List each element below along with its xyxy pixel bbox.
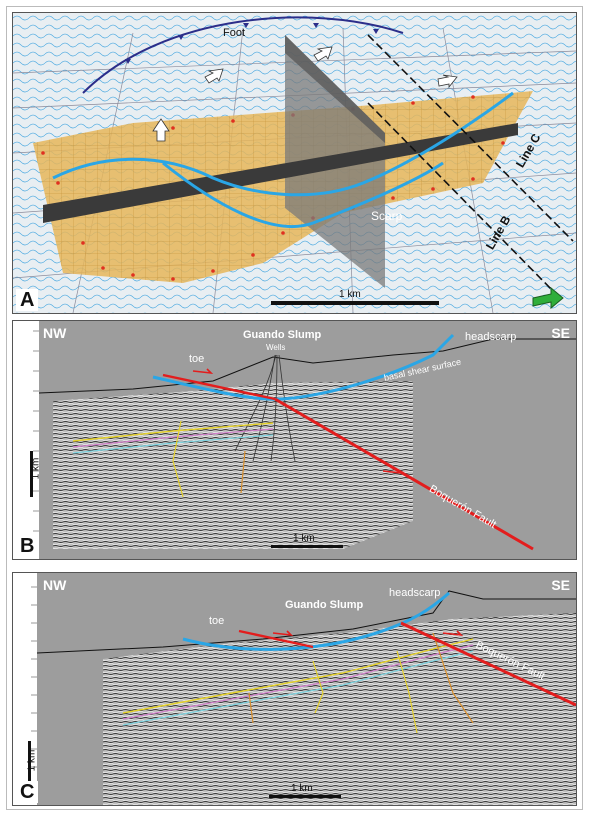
seismic-reflections xyxy=(53,381,413,549)
panel-c-letter: C xyxy=(16,781,39,803)
panel-c-seismic-section: NW SE Guando Slump headscarp toe Boqueró… xyxy=(12,572,577,806)
seismic-plane-top xyxy=(285,35,385,143)
basal-shear-surface xyxy=(182,591,450,651)
panel-b-hscale-label: 1 km xyxy=(293,533,315,544)
panel-c-scale-bar xyxy=(269,795,341,798)
thrust-fault xyxy=(162,373,276,401)
boqueron-fault xyxy=(400,621,576,707)
guando-slump-title: Guando Slump xyxy=(243,329,322,341)
scarp-label: Scarp xyxy=(371,209,403,223)
horizon-pink xyxy=(72,428,274,448)
foot-arc xyxy=(82,16,404,94)
nw-label: NW xyxy=(43,325,67,341)
fault-yellow xyxy=(312,660,324,714)
panel-c-vscale-label: 1 km xyxy=(26,749,38,772)
se-label: SE xyxy=(551,325,570,341)
north-arrow-icon xyxy=(532,286,564,310)
nw-label: NW xyxy=(43,577,67,593)
seismic-slab-line-c xyxy=(43,123,518,223)
headscarp-label: headscarp xyxy=(465,331,517,343)
fault-orange-2 xyxy=(432,632,474,724)
fault-slip-arrows xyxy=(192,368,404,475)
panel-c-hscale-label: 1 km xyxy=(291,783,313,794)
wells-label: Wells xyxy=(266,343,286,352)
panel-b-letter: B xyxy=(16,535,39,557)
seafloor-line xyxy=(38,338,576,394)
horizon-pink xyxy=(122,644,474,720)
depth-axis xyxy=(13,321,39,559)
headscarp-label: headscarp xyxy=(389,587,441,599)
panel-b-seismic-section: NW SE Guando Slump Wells headscarp toe b… xyxy=(12,320,577,560)
basal-shear-surface xyxy=(152,333,455,401)
fault-yellow-2 xyxy=(396,650,418,734)
toe-label: toe xyxy=(209,615,225,627)
movement-arrows xyxy=(152,46,458,142)
toe-label: toe xyxy=(189,353,205,365)
thrust-fault xyxy=(238,629,314,649)
fault-yellow xyxy=(172,420,184,498)
depth-ticks xyxy=(33,330,39,532)
panel-b-vscale-label: 1 km xyxy=(30,457,42,480)
panel-a-scale-label: 1 km xyxy=(339,289,361,300)
panel-a-scale-bar xyxy=(271,301,439,305)
seismic-reflections xyxy=(103,613,576,805)
horizon-cyan xyxy=(122,650,474,726)
se-label: SE xyxy=(551,577,570,593)
fault-orange xyxy=(248,692,254,724)
seafloor-line xyxy=(36,590,576,654)
vertical-scale-bar xyxy=(30,451,33,497)
line-c-trace xyxy=(367,34,574,242)
fault-slip-arrows xyxy=(272,630,464,637)
slump-boundary-blue xyxy=(52,91,514,197)
line-b-trace xyxy=(367,102,554,292)
panel-c-graphic xyxy=(13,573,576,805)
panel-b-scale-bar xyxy=(271,545,343,548)
panel-a-graphic xyxy=(13,13,576,313)
fault-orange xyxy=(240,450,246,494)
wells xyxy=(234,354,296,462)
horizon-yellow xyxy=(72,422,274,442)
depth-axis xyxy=(13,573,37,805)
boqueron-fault xyxy=(274,397,534,551)
depth-ticks xyxy=(31,586,37,768)
horizon-cyan xyxy=(72,434,274,454)
panel-a-3d-view: Foot Scarp Line C Line B 1 km A xyxy=(12,12,577,314)
scarp-line-blue xyxy=(162,161,444,228)
vertical-scale-bar xyxy=(28,741,31,785)
foot-label: Foot xyxy=(223,27,246,39)
panel-a-letter: A xyxy=(16,289,39,311)
foot-ticks xyxy=(125,23,379,64)
guando-slump-title: Guando Slump xyxy=(285,599,364,611)
panel-b-graphic xyxy=(13,321,576,559)
